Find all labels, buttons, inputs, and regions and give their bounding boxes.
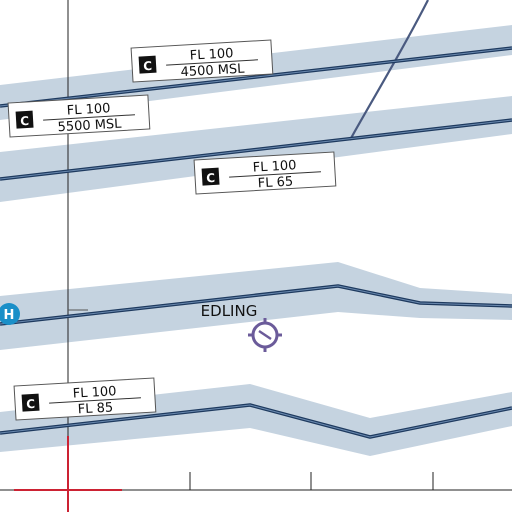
floor-label: FL 65 bbox=[257, 174, 293, 191]
crosshair-cursor bbox=[14, 436, 122, 512]
label-divider bbox=[49, 397, 141, 404]
airspace-label-1[interactable]: C FL 100 4500 MSL bbox=[130, 39, 274, 83]
ceiling-label: FL 100 bbox=[66, 101, 110, 118]
route-lines bbox=[0, 46, 512, 439]
label-divider bbox=[43, 114, 135, 121]
ceiling-label: FL 100 bbox=[252, 158, 296, 175]
vor-icon bbox=[248, 318, 282, 352]
airspace-label-2[interactable]: C FL 100 5500 MSL bbox=[7, 94, 151, 138]
airway-curve bbox=[349, 0, 429, 141]
class-letter: C bbox=[143, 59, 153, 73]
floor-label: 4500 MSL bbox=[180, 62, 245, 81]
airspace-label-4[interactable]: C FL 100 FL 85 bbox=[13, 377, 157, 421]
heliport-icon bbox=[0, 303, 20, 325]
class-letter: C bbox=[20, 114, 30, 128]
floor-label: FL 85 bbox=[77, 400, 113, 417]
label-box bbox=[7, 94, 151, 138]
floor-label: 5500 MSL bbox=[57, 117, 122, 136]
class-badge bbox=[21, 393, 40, 412]
class-badge bbox=[138, 55, 157, 74]
heliport-letter: H bbox=[4, 308, 15, 323]
class-badge bbox=[15, 110, 34, 129]
scale-bar bbox=[0, 472, 512, 491]
class-letter: C bbox=[26, 397, 36, 411]
airspace-label-3[interactable]: C FL 100 FL 65 bbox=[193, 151, 337, 195]
class-badge bbox=[201, 167, 220, 186]
ceiling-label: FL 100 bbox=[189, 46, 233, 63]
waypoint-name: EDLING bbox=[201, 302, 258, 320]
ceiling-label: FL 100 bbox=[72, 384, 116, 401]
waypoint-edling[interactable]: EDLING bbox=[201, 302, 282, 352]
label-box bbox=[130, 39, 274, 83]
heliport-symbol[interactable]: H bbox=[0, 303, 20, 325]
class-letter: C bbox=[206, 171, 216, 185]
label-box bbox=[193, 151, 337, 195]
label-divider bbox=[166, 59, 258, 66]
label-divider bbox=[229, 171, 321, 178]
label-box bbox=[13, 377, 157, 421]
airway-band-3 bbox=[0, 262, 512, 350]
